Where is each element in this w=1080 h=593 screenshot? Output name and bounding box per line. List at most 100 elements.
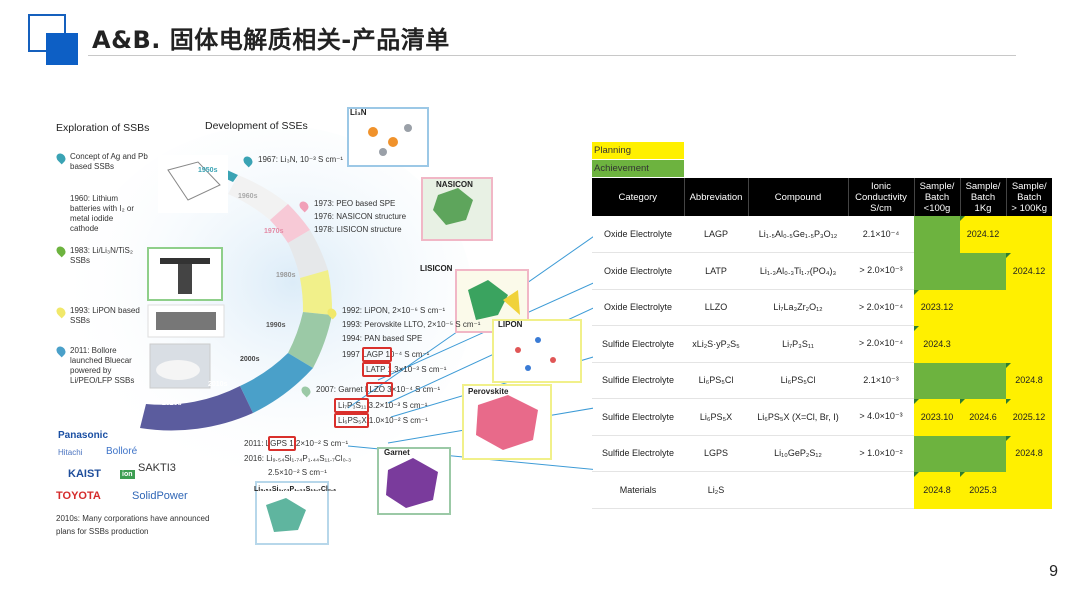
page-title: A&B. 固体电解质相关-产品清单 [92,26,450,54]
cell-batch-1kg: 2025.3 [960,471,1006,509]
structure-label: Li₃N [350,108,367,117]
cell-conductivity: > 1.0×10⁻² [848,435,914,472]
table-header-row: Category Abbreviation Compound Ionic Con… [592,178,1052,216]
page-number: 9 [1049,563,1058,580]
structure-label: Garnet [384,448,410,457]
highlight-box-lgps [268,436,296,451]
date-label: 2024.8 [1015,448,1043,459]
table-row: Oxide Electrolyte LAGP Li₁.₅Al₀.₅Ge₁.₅P₃… [592,216,1052,253]
cell-abbreviation: LATP [684,252,748,290]
col-header-conductivity: Ionic Conductivity S/cm [848,178,915,216]
date-label: 2023.10 [920,411,954,422]
era-label: 1970s [264,228,284,235]
cell-batch-100g [914,435,960,472]
dev-item: 1992: LiPON, 2×10⁻⁶ S cm⁻¹ [342,306,446,315]
structure-label: LIPON [498,320,523,329]
cell-batch-1kg: 2024.6 [960,398,1006,436]
cell-conductivity: 2.1×10⁻⁴ [848,216,914,253]
era-label: 1950s [198,167,218,174]
era-segment-1990s [300,270,333,315]
brand-logo-sakti3: SAKTI3 [138,462,176,474]
era-segment-1970s [270,204,310,243]
cell-category: Oxide Electrolyte [592,289,684,326]
cell-category: Sulfide Electrolyte [592,362,684,399]
legend-achievement: Achievement [592,160,684,177]
brand-logo-bollore: Bolloré [106,446,138,457]
era-segment-1960s [228,175,288,220]
cell-category: Oxide Electrolyte [592,216,684,253]
highlight-box-lagp [362,347,392,362]
cell-batch-100g: 2024.3 [914,325,960,363]
cell-conductivity: > 2.0×10⁻³ [848,252,914,290]
cell-abbreviation: LLZO [684,289,748,326]
explore-item: 1993: LiPON based SSBs [70,306,140,325]
cell-compound: Li₆PS₅Cl [748,362,848,399]
cell-batch-1kg [960,289,1006,326]
date-label: 2024.3 [923,338,951,349]
era-label: 2010s [208,381,228,388]
dev-item: 2007: Garnet LLZO 3×10⁻⁴ S cm⁻¹ [316,385,441,394]
era-segment-2010s [240,353,313,413]
development-heading: Development of SSEs [205,120,308,132]
cell-batch-100g [914,362,960,399]
logo-square-filled [46,33,78,65]
era-label: 2000s [240,356,260,363]
cell-batch-100g [914,216,960,253]
dev-item: LATP 1.3×10⁻³ S cm⁻¹ [366,365,447,374]
dev-item: Li₇P₃S₁₁ 3.2×10⁻³ S cm⁻¹ [338,401,428,410]
brand-logo-ion: ion [120,470,135,479]
brand-logo-hitachi: Hitachi [58,448,83,457]
cell-batch-100g: 2023.12 [914,289,960,326]
cell-batch-1kg [960,362,1006,399]
date-label: 2024.8 [923,484,951,495]
cell-conductivity: 2.1×10⁻³ [848,362,914,399]
brand-logo-kaist: KAIST [68,468,101,480]
date-label: 2025.12 [1012,411,1046,422]
cell-batch-100kg [1006,216,1052,253]
col-header-batch-1kg: Sample/ Batch 1Kg [960,178,1007,216]
cell-compound: Li₇P₃S₁₁ [748,325,848,363]
ssb-timeline-figure: Exploration of SSBs Development of SSEs … [48,100,593,545]
explore-item: Concept of Ag and Pb based SSBs [70,152,148,171]
cell-compound: Li₇La₃Zr₂O₁₂ [748,289,848,326]
date-label: 2024.12 [966,229,1000,239]
era-segment-1980s [288,230,328,278]
highlight-box-llzo [366,382,393,397]
era-label: 1960s [238,193,258,200]
cell-compound [748,471,848,509]
col-header-batch-100g: Sample/ Batch <100g [914,178,961,216]
explore-item: 1960: Lithium batteries with I₂ or metal… [70,194,135,233]
cell-batch-100g [914,252,960,290]
era-label: 1980s [276,272,296,279]
cell-batch-100kg: 2025.12 [1006,398,1052,436]
era-segment-2020s [140,386,253,431]
brand-logo-solidpower: SolidPower [132,490,188,502]
explore-item: 2011: Bollore launched Bluecar powered b… [70,346,135,385]
cell-batch-100kg: 2024.8 [1006,435,1052,472]
cell-category: Sulfide Electrolyte [592,325,684,363]
cell-batch-100kg [1006,325,1052,363]
cell-batch-100g: 2024.8 [914,471,960,509]
cell-batch-100g: 2023.10 [914,398,960,436]
era-label: 2020s [162,400,182,407]
dev-item: 2.5×10⁻² S cm⁻¹ [268,468,327,477]
date-label: 2024.8 [1015,375,1043,386]
timeline-graphic [73,107,593,545]
cell-compound: Li₆PS₅X (X=Cl, Br, I) [748,398,848,436]
table-row: Oxide Electrolyte LATP Li₁.₃Al₀.₃Ti₁.₇(P… [592,252,1052,290]
dev-item: Li₆PS₅X 1.0×10⁻² S cm⁻¹ [338,416,428,425]
col-header-compound: Compound [748,178,849,216]
dev-item: 1973: PEO based SPE [314,199,396,208]
cell-abbreviation: LAGP [684,216,748,253]
cell-conductivity [848,471,914,509]
table-row: Sulfide Electrolyte LGPS Li₁₀GeP₂S₁₂ > 1… [592,435,1052,472]
cell-compound: Li₁.₃Al₀.₃Ti₁.₇(PO₄)₃ [748,252,848,290]
legend-planning: Planning [592,142,684,159]
dev-item: 1994: PAN based SPE [342,334,423,343]
era-label: 1990s [266,322,286,329]
cell-batch-100kg [1006,289,1052,326]
cell-batch-1kg [960,252,1006,290]
cell-batch-100kg: 2024.12 [1006,252,1052,290]
era-segment-2000s [288,312,332,368]
